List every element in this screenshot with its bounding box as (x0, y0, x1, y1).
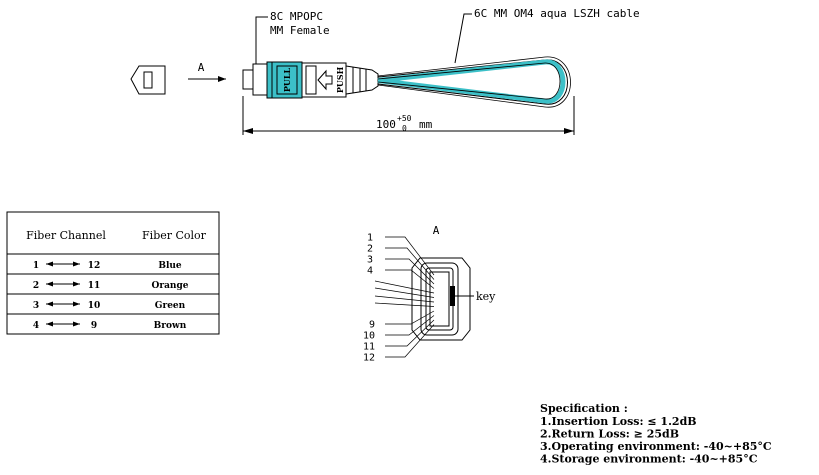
table-header-channel: Fiber Channel (26, 229, 106, 242)
spec-item: 1.Insertion Loss: ≤ 1.2dB (540, 415, 697, 428)
pin-label: 2 (367, 244, 373, 255)
spec-title: Specification : (540, 402, 628, 415)
channel-from: 3 (33, 301, 39, 311)
connector-label-line2: MM Female (270, 24, 330, 37)
connector-label-leader: 8C MPOPC MM Female (255, 10, 330, 64)
length-tol-upper: +50 (397, 114, 412, 123)
length-base: 100 (376, 118, 396, 131)
fiber-line (385, 258, 435, 285)
table-row: 1 12 Blue (33, 261, 182, 271)
fiber-line (385, 315, 435, 336)
double-arrow-icon (46, 281, 80, 287)
channel-to: 12 (88, 261, 101, 271)
pull-label: PULL (282, 68, 292, 93)
cable-label: 6C MM OM4 aqua LSZH cable (474, 7, 640, 20)
dust-cap-icon (130, 65, 166, 95)
pin-label: 9 (369, 320, 375, 331)
length-unit: mm (419, 118, 433, 131)
fiber-line (385, 310, 435, 325)
connector-assembly: A PULL PUSH (130, 7, 640, 135)
key-marker (450, 286, 455, 306)
specification-block: Specification : 1.Insertion Loss: ≤ 1.2d… (540, 402, 772, 466)
length-tol-lower: 0 (402, 124, 407, 133)
push-label: PUSH (335, 66, 345, 93)
pin-label: 3 (367, 255, 373, 266)
table-header-color: Fiber Color (142, 229, 207, 242)
view-arrow-label: A (198, 61, 205, 74)
fiber-line (385, 236, 435, 276)
channel-to: 9 (91, 321, 97, 331)
view-arrow: A (188, 61, 226, 82)
channel-from: 2 (33, 281, 39, 291)
fiber-line (385, 324, 435, 358)
channel-from: 1 (33, 261, 39, 271)
fiber-color: Blue (158, 261, 182, 271)
fiber-color: Orange (152, 281, 189, 291)
spec-item: 2.Return Loss: ≥ 25dB (540, 428, 679, 441)
connector-label-line1: 8C MPOPC (270, 10, 323, 23)
fiber-line (385, 247, 435, 280)
fiber-line (374, 287, 435, 298)
channel-from: 4 (33, 321, 39, 331)
pin-label: 1 (367, 233, 373, 244)
length-dimension: 100 +50 0 mm (242, 96, 575, 135)
double-arrow-icon (46, 321, 80, 327)
spec-item: 4.Storage environment: -40~+85°C (540, 453, 758, 466)
channel-to: 10 (88, 301, 101, 311)
cable-loop (377, 56, 571, 108)
fiber-line (385, 269, 435, 289)
fiber-fan-lines (374, 236, 435, 358)
double-arrow-icon (46, 301, 80, 307)
mpo-connector-icon: PULL PUSH (242, 61, 379, 99)
fiber-color: Brown (154, 321, 187, 331)
spec-item: 3.Operating environment: -40~+85°C (540, 440, 772, 453)
fiber-line (385, 319, 435, 347)
end-view-title: A (433, 224, 440, 237)
pin-label: 11 (363, 342, 375, 353)
fiber-line (374, 280, 435, 294)
table-row: 2 11 Orange (33, 281, 189, 291)
table-rows: 1 12 Blue 2 11 Orange 3 10 Green 4 9 Brown (33, 261, 189, 331)
pin-label: 12 (363, 353, 375, 364)
fiber-color: Green (155, 301, 186, 311)
fiber-table: Fiber Channel Fiber Color 1 12 Blue 2 11 Oran… (6, 211, 220, 335)
channel-to: 11 (88, 281, 101, 291)
key-label: key (476, 290, 496, 303)
cable-label-leader: 6C MM OM4 aqua LSZH cable (454, 7, 640, 64)
double-arrow-icon (46, 261, 80, 267)
fiber-line (374, 302, 435, 307)
table-row: 4 9 Brown (33, 321, 187, 331)
pin-label: 10 (363, 331, 375, 342)
pin-label: 4 (367, 266, 373, 277)
fiber-line (374, 295, 435, 303)
table-row: 3 10 Green (33, 301, 186, 311)
